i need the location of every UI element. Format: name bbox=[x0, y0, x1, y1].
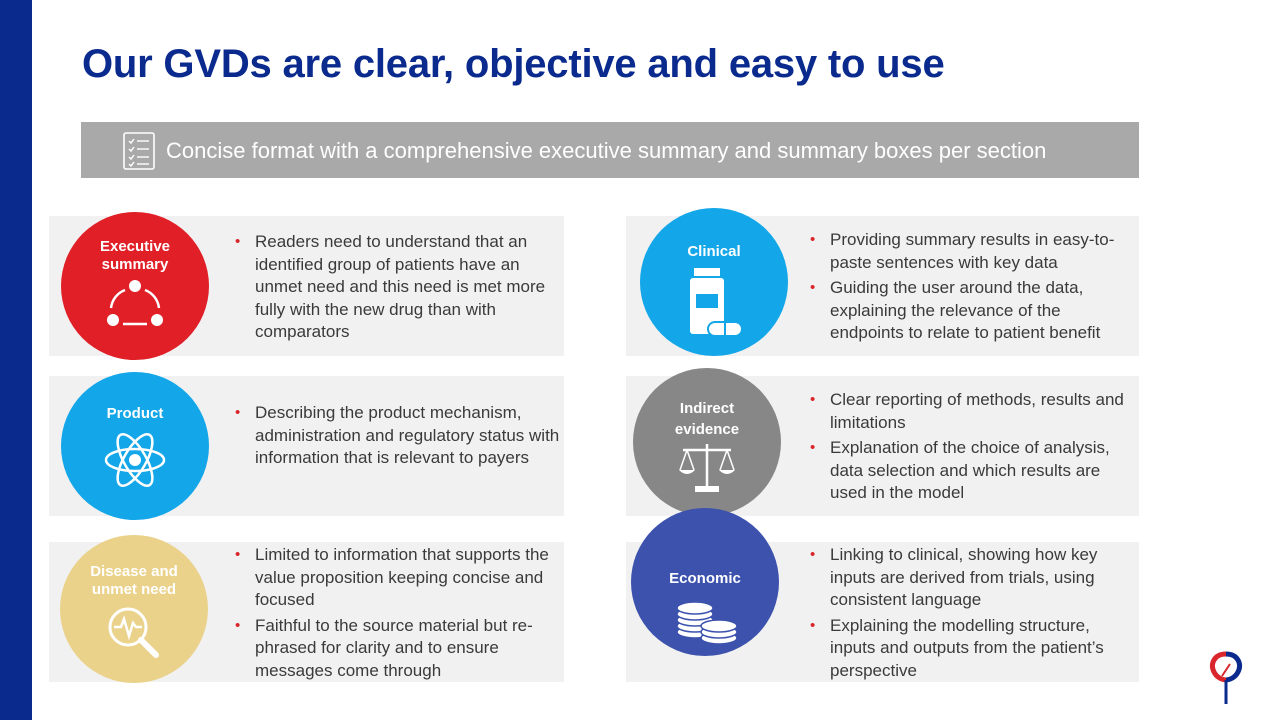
checklist-icon bbox=[123, 132, 155, 170]
coins-icon bbox=[676, 601, 738, 645]
executive-summary-label-line1: Executive bbox=[99, 238, 171, 255]
bullet-item: Limited to information that supports the… bbox=[233, 544, 563, 612]
product-label: Product bbox=[106, 405, 164, 422]
summary-banner: Concise format with a comprehensive exec… bbox=[81, 122, 1139, 178]
disease-label-line2: unmet need bbox=[91, 581, 177, 598]
atom-icon bbox=[104, 433, 166, 487]
bullet-item: Faithful to the source material but re-p… bbox=[233, 615, 563, 683]
economic-circle: Economic bbox=[631, 508, 779, 656]
executive-summary-label-line2: summary bbox=[101, 256, 169, 273]
product-circle: Product bbox=[61, 372, 209, 520]
indirect-evidence-bullets: Clear reporting of methods, results and … bbox=[808, 389, 1138, 508]
disease-label-line1: Disease and bbox=[90, 563, 178, 580]
banner-text: Concise format with a comprehensive exec… bbox=[166, 138, 1047, 163]
economic-label: Economic bbox=[669, 570, 741, 587]
bullet-item: Guiding the user around the data, explai… bbox=[808, 277, 1138, 345]
company-logo-icon bbox=[1210, 651, 1242, 704]
indirect-evidence-circle: Indirect evidence bbox=[633, 368, 781, 516]
disease-label: Disease and unmet need bbox=[60, 563, 208, 599]
executive-summary-bullets: Readers need to understand that an ident… bbox=[233, 231, 563, 347]
clinical-bullets: Providing summary results in easy-to-pas… bbox=[808, 229, 1138, 348]
magnifier-pulse-icon bbox=[108, 607, 159, 658]
bullet-item: Explaining the modelling structure, inpu… bbox=[808, 615, 1138, 683]
disease-bullets: Limited to information that supports the… bbox=[233, 544, 563, 685]
product-bullets: Describing the product mechanism, admini… bbox=[233, 402, 563, 473]
bullet-item: Readers need to understand that an ident… bbox=[233, 231, 563, 344]
bullet-item: Explanation of the choice of analysis, d… bbox=[808, 437, 1138, 505]
indirect-evidence-label-line1: Indirect bbox=[679, 400, 735, 417]
bullet-item: Clear reporting of methods, results and … bbox=[808, 389, 1138, 434]
bullet-item: Providing summary results in easy-to-pas… bbox=[808, 229, 1138, 274]
economic-bullets: Linking to clinical, showing how key inp… bbox=[808, 544, 1138, 685]
executive-summary-label: Executive summary bbox=[61, 238, 209, 274]
pill-bottle-icon bbox=[690, 268, 743, 337]
cycle-icon bbox=[107, 280, 163, 326]
executive-summary-circle: Executive summary bbox=[61, 212, 209, 360]
indirect-evidence-label: Indirect evidence bbox=[633, 400, 781, 439]
clinical-label: Clinical bbox=[687, 243, 741, 260]
left-accent-bar bbox=[0, 0, 32, 720]
scales-icon bbox=[679, 444, 735, 492]
bullet-item: Describing the product mechanism, admini… bbox=[233, 402, 563, 470]
bullet-item: Linking to clinical, showing how key inp… bbox=[808, 544, 1138, 612]
indirect-evidence-label-line2: evidence bbox=[674, 421, 740, 438]
disease-circle: Disease and unmet need bbox=[60, 535, 208, 683]
slide-title: Our GVDs are clear, objective and easy t… bbox=[82, 42, 945, 86]
clinical-circle: Clinical bbox=[640, 208, 788, 356]
